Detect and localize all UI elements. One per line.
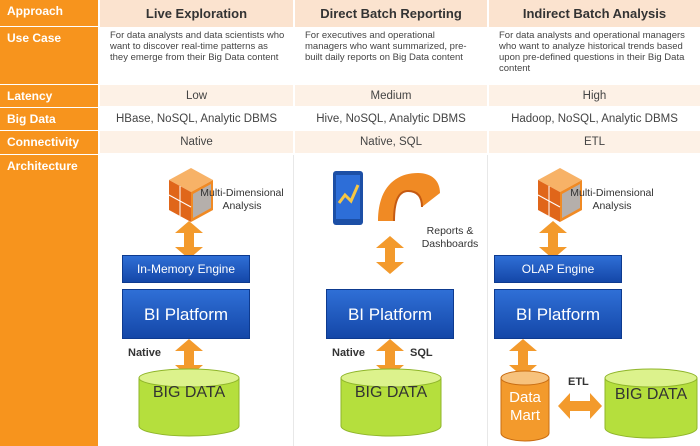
row-header-approach: Approach	[0, 0, 98, 27]
double-arrow-icon	[539, 221, 567, 259]
double-arrow-icon	[509, 339, 537, 377]
latency-live-exploration: Low	[98, 85, 293, 108]
horizontal-double-arrow-icon	[558, 393, 602, 419]
bi-platform-box: BI Platform	[122, 289, 250, 339]
data-mart-icon	[500, 370, 550, 442]
olap-engine-box: OLAP Engine	[494, 255, 622, 283]
architecture-live-exploration: Multi-Dimensional Analysis In-Memory Eng…	[98, 155, 293, 446]
big-data-indirect-batch-analysis: Hadoop, NoSQL, Analytic DBMS	[487, 108, 700, 131]
reports-icon	[378, 173, 440, 222]
use-case-live-exploration: For data analysts and data scientists wh…	[98, 27, 293, 85]
database-icon	[604, 368, 698, 439]
architecture-indirect-batch-analysis: Multi-Dimensional Analysis OLAP Engine B…	[487, 155, 700, 446]
link-label-native: Native	[332, 347, 366, 359]
big-data-live-exploration: HBase, NoSQL, Analytic DBMS	[98, 108, 293, 131]
double-arrow-icon	[376, 236, 404, 274]
row-header-big-data: Big Data	[0, 108, 98, 131]
use-case-direct-batch-reporting: For executives and operational managers …	[293, 27, 487, 85]
etl-label: ETL	[568, 376, 589, 388]
use-case-indirect-batch-analysis: For data analysts and operational manage…	[487, 27, 700, 85]
data-mart-label: Data Mart	[509, 389, 541, 424]
cube-label: Multi-Dimensional Analysis	[200, 187, 284, 212]
double-arrow-icon	[175, 339, 203, 377]
column-header-live-exploration: Live Exploration	[98, 0, 293, 27]
cube-icon	[537, 168, 582, 222]
double-arrow-icon	[376, 339, 404, 377]
database-icon	[340, 368, 442, 437]
architecture-direct-batch-reporting: Reports & Dashboards BI Platform Native …	[293, 155, 487, 446]
row-header-architecture: Architecture	[0, 155, 98, 446]
reports-label: Reports & Dashboards	[421, 225, 479, 250]
cube-icon	[168, 168, 213, 222]
connectivity-indirect-batch-analysis: ETL	[487, 131, 700, 155]
big-data-label: BIG DATA	[614, 386, 688, 403]
latency-indirect-batch-analysis: High	[487, 85, 700, 108]
big-data-label: BIG DATA	[152, 384, 226, 401]
bi-platform-box: BI Platform	[494, 289, 622, 339]
double-arrow-icon	[175, 221, 203, 259]
connectivity-direct-batch-reporting: Native, SQL	[293, 131, 487, 155]
column-header-direct-batch-reporting: Direct Batch Reporting	[293, 0, 487, 27]
bi-platform-box: BI Platform	[326, 289, 454, 339]
link-label-sql: SQL	[410, 347, 433, 359]
link-label-native: Native	[128, 347, 162, 359]
database-icon	[138, 368, 240, 437]
cube-label: Multi-Dimensional Analysis	[570, 187, 654, 212]
row-header-use-case: Use Case	[0, 27, 98, 85]
big-data-direct-batch-reporting: Hive, NoSQL, Analytic DBMS	[293, 108, 487, 131]
row-header-latency: Latency	[0, 85, 98, 108]
phone-icon	[333, 171, 363, 225]
connectivity-live-exploration: Native	[98, 131, 293, 155]
in-memory-engine-box: In-Memory Engine	[122, 255, 250, 283]
big-data-label: BIG DATA	[354, 384, 428, 401]
row-header-connectivity: Connectivity	[0, 131, 98, 155]
latency-direct-batch-reporting: Medium	[293, 85, 487, 108]
column-header-indirect-batch-analysis: Indirect Batch Analysis	[487, 0, 700, 27]
